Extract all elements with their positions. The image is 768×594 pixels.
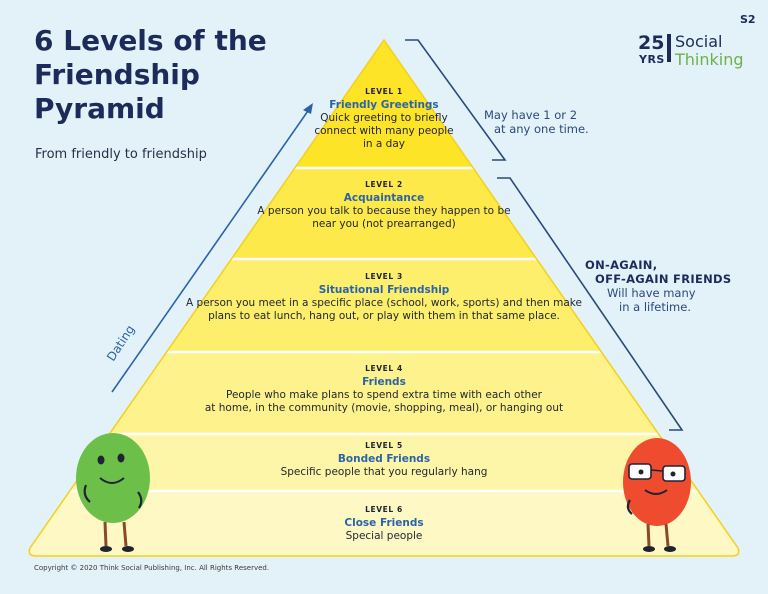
dating-arrow-line [111,107,311,393]
copyright-footer: Copyright © 2020 Think Social Publishing… [34,564,270,572]
logo-years-number: 25 [638,32,665,54]
level-6-description: Quick greeting to briefly connect with m… [314,112,454,150]
level-4-number: LEVEL 3 [365,272,403,281]
green-character [76,433,150,552]
level-1-name: Close Friends [344,517,424,529]
level-4-description: A person you meet in a specific place (s… [186,297,582,309]
on-off-heading-2: OFF-AGAIN FRIENDS [595,272,732,286]
level-4-description: plans to eat lunch, hang out, or play wi… [208,310,560,322]
on-off-friends-bracket [497,177,684,431]
level-6-name: Friendly Greetings [329,99,439,111]
level-2-block: LEVEL 5 Bonded Friends Specific people t… [174,441,594,479]
pyramid-outline [28,38,740,557]
logo-brand-line-2: Thinking [675,50,744,69]
level-5-block: LEVEL 2 Acquaintance A person you talk t… [254,180,514,231]
close-friends-bracket [405,39,507,161]
level-2-name: Bonded Friends [337,453,431,465]
level-4-block: LEVEL 3 Situational Friendship A person … [184,272,584,323]
logo-divider [667,34,671,62]
logo-brand-line-1: Social [675,32,723,51]
sheet-code: S2 [740,13,756,26]
close-friends-note: May have 1 or 2 at any one time. [484,108,589,136]
on-off-line-1: Will have many [607,286,696,300]
level-6-block: LEVEL 1 Friendly Greetings Quick greetin… [314,87,454,151]
on-off-heading-1: ON-AGAIN, [585,258,658,272]
title-line-2: Friendship [34,58,200,91]
pyramid-band-level-1 [29,491,739,556]
page-title: 6 Levels of the Friendship Pyramid [34,24,294,126]
level-5-number: LEVEL 2 [365,180,403,189]
level-3-block: LEVEL 4 Friends People who make plans to… [164,364,604,415]
on-off-line-2: in a lifetime. [619,300,691,314]
level-2-number: LEVEL 5 [365,441,403,450]
dating-arrow-head [303,103,313,114]
red-character [623,438,691,552]
level-1-number: LEVEL 6 [365,505,403,514]
level-3-name: Friends [362,376,406,388]
level-3-description: People who make plans to spend extra tim… [225,389,542,401]
title-line-1: 6 Levels of the [34,24,267,57]
title-line-3: Pyramid [34,92,165,125]
level-5-description: A person you talk to because they happen… [257,205,511,230]
level-5-name: Acquaintance [343,192,425,204]
close-note-line-2: at any one time. [494,122,589,136]
social-thinking-logo: 25 YRS Social Thinking [638,33,750,75]
level-6-number: LEVEL 1 [365,87,403,96]
level-4-name: Situational Friendship [318,284,450,296]
level-1-description: Special people [345,530,423,542]
page-subtitle: From friendly to friendship [35,147,207,162]
level-3-number: LEVEL 4 [365,364,403,373]
logo-years-label: YRS [639,53,665,66]
level-2-description: Specific people that you regularly hang [280,466,488,478]
level-3-description: at home, in the community (movie, shoppi… [204,402,564,414]
on-off-friends-note: ON-AGAIN, OFF-AGAIN FRIENDS Will have ma… [585,258,731,314]
level-1-block: LEVEL 6 Close Friends Special people [214,505,554,543]
close-note-line-1: May have 1 or 2 [484,108,578,122]
